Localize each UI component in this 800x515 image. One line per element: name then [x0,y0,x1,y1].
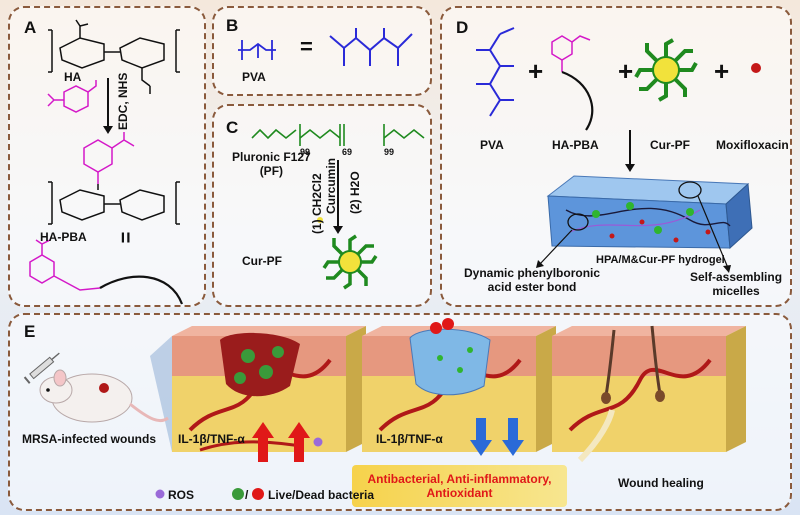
mouse-icon [39,369,169,423]
hydrogel-label: HPA/M&Cur-PF hydrogel [596,254,725,266]
syringe-icon [23,352,60,384]
effects-line1: Antibacterial, Anti-inflammatory, [367,472,552,486]
ha-pba-backbone-icon [48,181,180,225]
moxifloxacin-label: Moxifloxacin [716,138,789,152]
pva-chain-icon [329,28,413,66]
cur-pf-d-icon [634,38,698,102]
slash-label: / [245,488,249,502]
bacteria-legend-label: Live/Dead bacteria [268,488,375,502]
pva-formula-icon [238,40,276,60]
repeat-right: 99 [384,147,395,157]
ha-pba-label-d: HA-PBA [552,138,599,152]
panel-b [212,6,432,96]
repeat-mid: 69 [342,147,353,157]
moxifloxacin-dot-icon [751,63,761,73]
panel-a-label: A [24,18,37,37]
pluronic-abbr-text: (PF) [259,164,284,178]
effects-line2: Antioxidant [426,486,493,500]
ha-label: HA [64,70,82,84]
panel-d-label: D [456,18,469,37]
panel-a [8,6,206,307]
effects-banner: Antibacterial, Anti-inflammatory, Antiox… [352,465,567,507]
ha-pba-label: HA-PBA [40,230,87,244]
ros-legend-icon [155,489,165,499]
equals-sign-b: = [300,34,313,59]
pluronic-name: Pluronic F127 (PF) [232,150,311,178]
ha-pba-d-icon [551,35,594,131]
ros-legend-label: ROS [168,488,195,502]
panel-e-label: E [24,322,36,341]
tissue-block-3-icon [552,325,746,452]
ha-structure-icon [48,19,180,94]
infected-label: MRSA-infected wounds [22,432,156,446]
plus-1: + [528,56,544,86]
curcumin-dot-icon [317,217,323,223]
panel-c [212,104,432,307]
bond-label-line1: Dynamic phenylboronic [464,266,601,280]
panel-b-label: B [226,16,239,35]
healing-label: Wound healing [618,476,704,490]
pva-label-d: PVA [480,138,504,152]
bond-label-line2: acid ester bond [487,280,577,294]
ha-pba-schematic-icon [29,239,184,305]
tissue-block-2-icon [362,318,556,452]
pva-chain-d-icon [476,27,515,117]
cytokine-label-1: IL-1β/TNF-α [178,432,245,446]
panel-c-label: C [226,118,239,137]
pba-ring-icon [83,132,135,184]
pluronic-chain-icon [251,124,425,146]
cytokine-label-2: IL-1β/TNF-α [376,432,443,446]
pva-formula-label: PVA [242,70,266,84]
aminophenylboronic-acid-icon [47,80,97,113]
bond-label: Dynamic phenylboronic acid ester bond [464,266,600,294]
repeat-left: 99 [300,147,311,157]
cur-pf-label-c: Cur-PF [242,254,282,268]
pluronic-name-text: Pluronic F127 [232,150,311,164]
micelles-label-line2: micelles [712,284,760,298]
dead-bacteria-legend-icon [252,488,264,500]
panel-d [440,6,792,307]
live-bacteria-legend-icon [232,488,244,500]
cur-pf-label-d: Cur-PF [650,138,690,152]
plus-3: + [714,56,730,86]
micelles-label-line1: Self-assembling [690,270,783,284]
plus-2: + [618,56,634,86]
micelles-label: Self-assembling micelles [690,270,782,298]
cur-pf-micelle-icon [322,234,378,290]
